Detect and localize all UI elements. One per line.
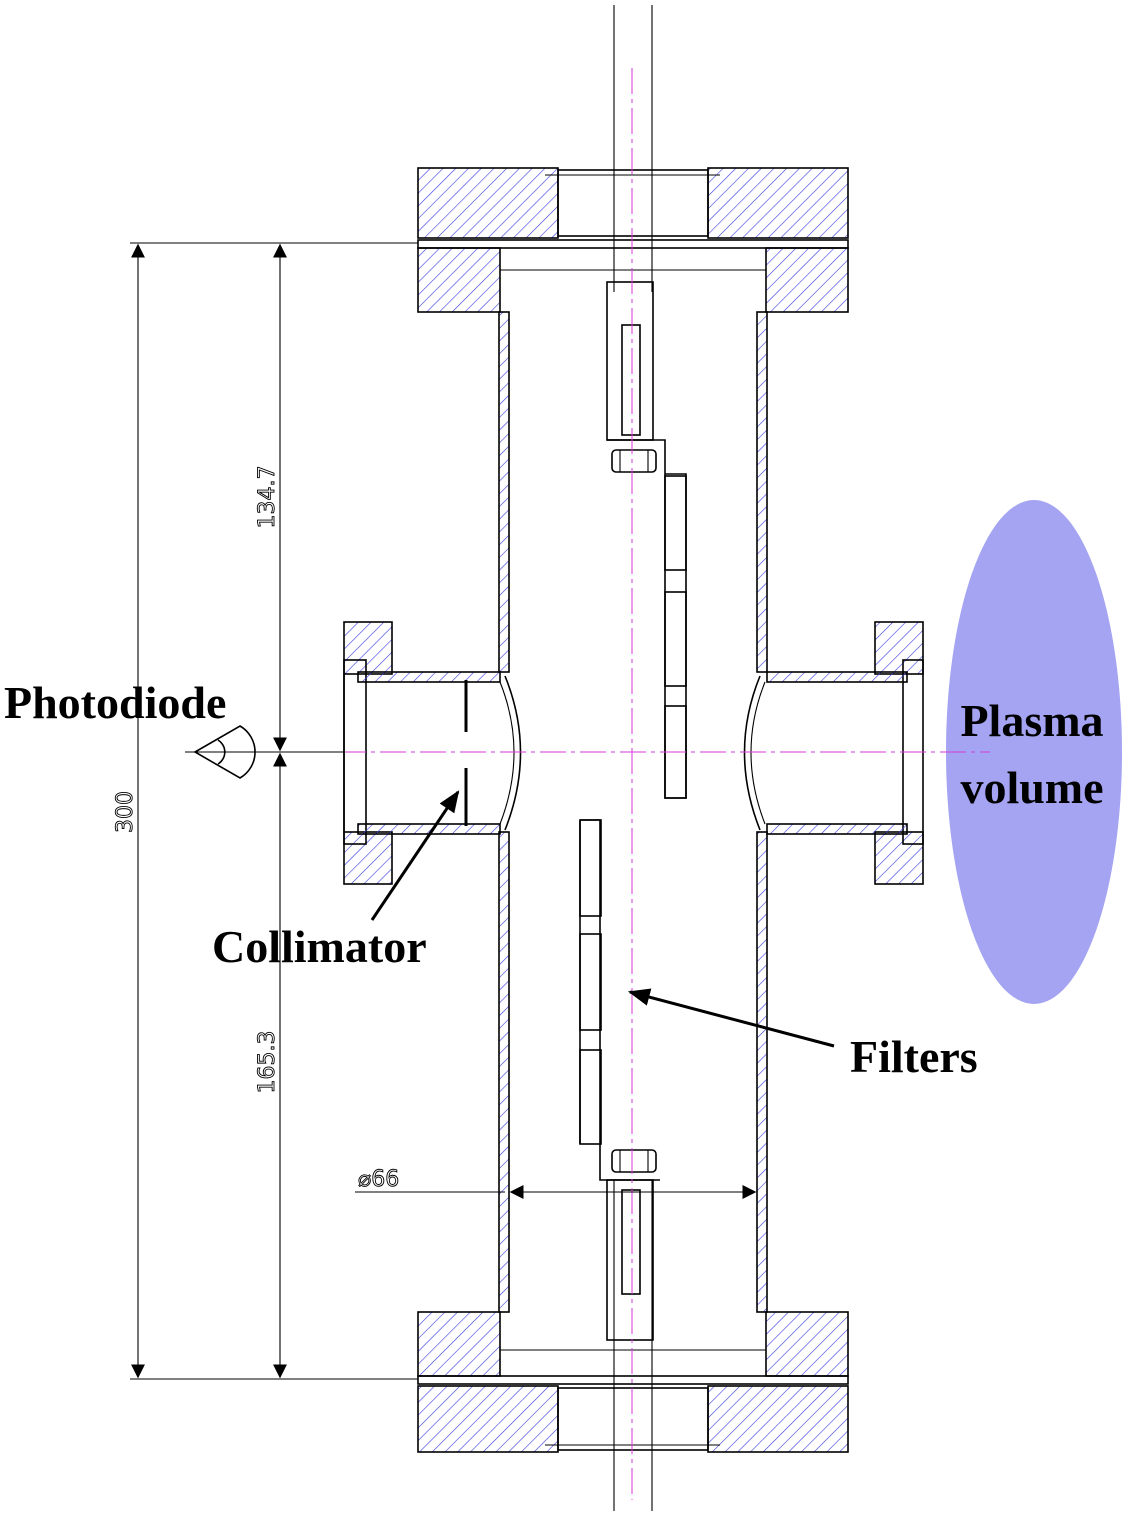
plasma-label: Plasma	[960, 695, 1103, 746]
lower-filter-holder	[579, 819, 660, 1341]
dim-lower-165-3: 165.3	[255, 1031, 280, 1094]
plasma-volume-shape	[946, 500, 1122, 1004]
main-tube	[498, 311, 768, 1313]
dim-diameter-66: ⌀66	[358, 1167, 399, 1192]
eye-icon	[193, 725, 256, 779]
left-port	[343, 621, 522, 885]
collimator-leader-arrow	[370, 790, 460, 921]
dim-upper-134-7: 134.7	[255, 466, 280, 529]
bottom-flange-pair	[417, 1311, 849, 1453]
filters-leader-arrow	[627, 988, 835, 1048]
volume-label: volume	[960, 762, 1103, 813]
feedthrough-rod	[613, 5, 653, 1511]
right-port	[743, 621, 924, 885]
filters-label: Filters	[850, 1031, 978, 1082]
photodiode-label: Photodiode	[4, 677, 226, 728]
dimension-lines	[130, 242, 757, 1380]
dim-total-300: 300	[113, 791, 138, 833]
upper-filter-holder	[606, 281, 687, 799]
collimator-label: Collimator	[212, 921, 427, 972]
top-flange-pair	[417, 167, 849, 313]
